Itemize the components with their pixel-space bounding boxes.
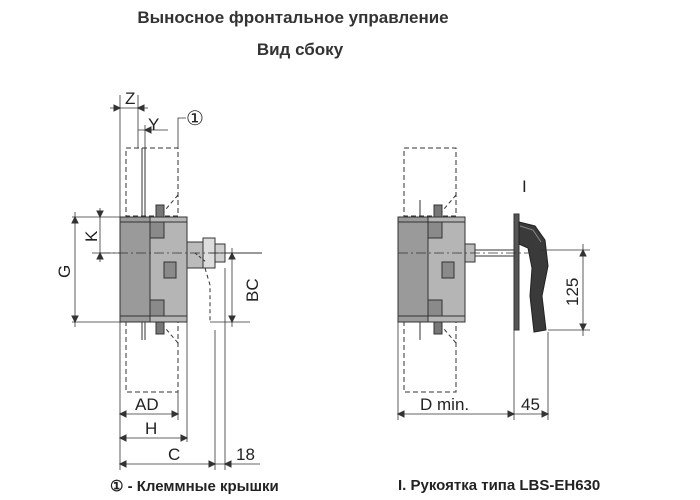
dim-ad-arrow-1 [118, 410, 127, 418]
dim-d-arrow-2 [507, 410, 516, 418]
label-125: 125 [563, 278, 582, 306]
dim-h-arrow-1 [118, 434, 127, 442]
dim-z-arrow-2 [136, 104, 145, 112]
label-45: 45 [521, 395, 540, 414]
dim-45-arrow [541, 410, 550, 418]
left-body-detail-2 [149, 299, 165, 317]
label-d-min: D min. [420, 395, 469, 414]
dim-bc-arrow-2 [228, 315, 236, 324]
left-handle-dash [194, 252, 207, 263]
left-body-detail-3 [163, 261, 177, 279]
right-terminal-cover-bottom [403, 321, 457, 393]
marker-leader [177, 117, 186, 148]
label-i: I [522, 177, 527, 196]
sub-title: Вид сбоку [256, 40, 344, 59]
dim-bc-arrow-1 [228, 251, 236, 260]
label-ad: AD [135, 395, 159, 414]
right-terminal-bottom [433, 321, 443, 335]
dim-k-arrow-1 [96, 210, 104, 219]
dim-125-arrow-1 [579, 248, 587, 257]
dim-125-arrow-2 [579, 323, 587, 332]
dim-k-arrow-2 [96, 251, 104, 260]
right-panel [513, 213, 520, 331]
dim-h-arrow-2 [180, 434, 189, 442]
caption-terminal-covers: ① - Клеммные крышки [110, 478, 279, 495]
dim-z-arrow [113, 104, 122, 112]
left-body-detail-1 [149, 221, 165, 239]
left-view [71, 95, 262, 470]
right-body-detail-1 [427, 221, 443, 239]
label-18: 18 [236, 445, 255, 464]
dim-g-arrow-1 [71, 215, 79, 224]
left-terminal-cover-bottom [125, 321, 179, 393]
left-dash-below [204, 267, 211, 322]
left-handle-base [186, 241, 204, 269]
right-body-detail-2 [427, 299, 443, 317]
main-title: Выносное фронтальное управление [137, 8, 449, 27]
right-handle-highlight [519, 225, 542, 243]
dim-ad-arrow-2 [171, 410, 180, 418]
label-c: C [168, 445, 180, 464]
label-marker: ① [186, 108, 204, 130]
dim-d-arrow-1 [396, 410, 405, 418]
right-handle [518, 221, 549, 333]
label-g: G [55, 265, 74, 278]
dim-c-arrow-2 [208, 460, 217, 468]
right-body-detail-3 [441, 261, 455, 279]
dim-18-arrow [223, 460, 232, 468]
caption-handle-type: I. Рукоятка типа LBS-EH630 [398, 477, 601, 494]
left-terminal-cover-top [125, 147, 179, 217]
right-view [396, 147, 590, 420]
left-terminal-bottom [155, 321, 165, 335]
right-terminal-top [433, 204, 443, 218]
label-z: Z [125, 89, 135, 108]
dim-g-arrow-2 [71, 315, 79, 324]
label-bc: BC [243, 278, 262, 302]
left-terminal-top [155, 204, 165, 218]
label-y: Y [148, 115, 159, 134]
label-h: H [145, 419, 157, 438]
right-terminal-cover-top [403, 147, 457, 217]
dim-c-arrow-1 [118, 460, 127, 468]
dim-y-arrow [143, 126, 152, 134]
label-k: K [82, 230, 101, 242]
